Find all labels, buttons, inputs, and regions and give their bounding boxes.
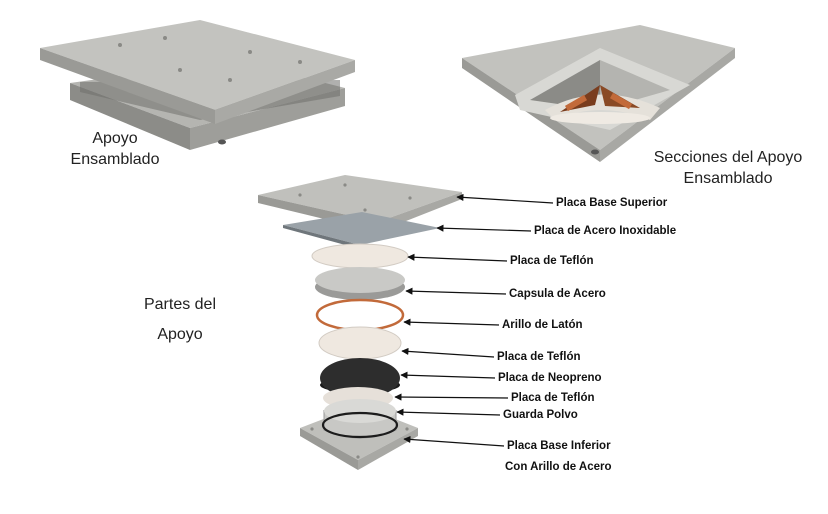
arrow-placa-base-superior <box>456 193 554 204</box>
arrow-placa-acero-inoxidable <box>436 224 532 232</box>
label-placa-teflon-1: Placa de Teflón <box>510 255 594 267</box>
label-placa-teflon-2: Placa de Teflón <box>497 351 581 363</box>
leader-arrows <box>394 193 554 447</box>
caption-partes-apoyo: Partes del Apoyo <box>143 296 217 343</box>
label-capsula-acero: Capsula de Acero <box>509 288 606 300</box>
label-con-arillo-acero: Con Arillo de Acero <box>505 461 612 473</box>
label-guarda-polvo: Guarda Polvo <box>503 409 578 421</box>
arrow-placa-teflon-1 <box>407 253 508 262</box>
arrow-placa-teflon-2 <box>401 347 495 358</box>
exploded-parts-stack <box>258 175 462 470</box>
label-placa-base-superior: Placa Base Superior <box>556 197 668 209</box>
arrow-guarda-polvo <box>396 408 501 416</box>
arrow-placa-teflon-3 <box>394 393 509 401</box>
label-placa-base-inferior: Placa Base Inferior <box>507 440 611 452</box>
caption-secciones-apoyo: Secciones del Apoyo Ensamblado <box>653 149 803 187</box>
caption-apoyo-ensamblado: Apoyo Ensamblado <box>70 130 160 168</box>
arrow-capsula-acero <box>405 287 507 295</box>
label-placa-acero-inoxidable: Placa de Acero Inoxidable <box>534 225 677 237</box>
label-arillo-laton: Arillo de Latón <box>502 319 583 331</box>
section-bearing-illustration <box>462 25 735 162</box>
bolt-holes <box>118 36 302 82</box>
arrow-placa-base-inferior <box>403 435 505 447</box>
arrow-placa-neopreno <box>400 371 496 379</box>
assembled-bearing-illustration <box>40 20 355 150</box>
label-placa-teflon-3: Placa de Teflón <box>511 392 595 404</box>
arrow-arillo-laton <box>403 318 500 326</box>
label-placa-neopreno: Placa de Neopreno <box>498 372 602 384</box>
